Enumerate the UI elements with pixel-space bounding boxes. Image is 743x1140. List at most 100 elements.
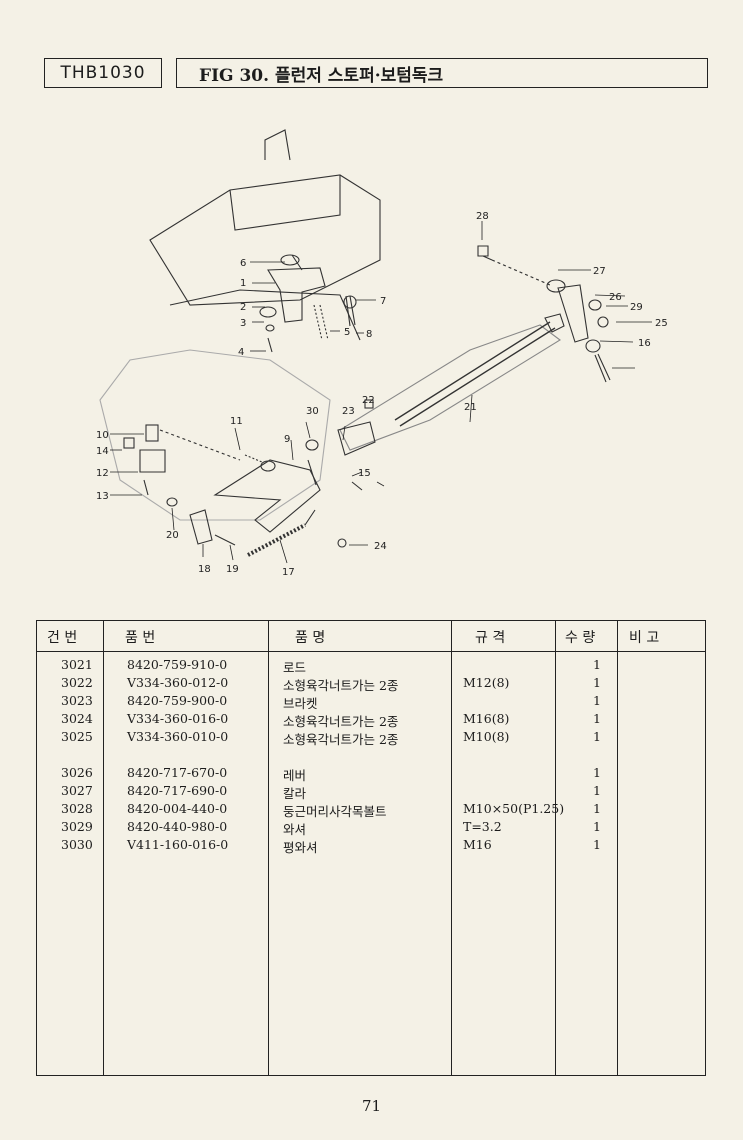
table-row: 3025 V334-360-010-0 소형육각너트가는 2종 M10(8) 1	[37, 729, 705, 747]
callout-label: 25	[655, 318, 668, 329]
callout-label: 17	[282, 567, 295, 578]
cell-part-name: 평와셔	[283, 840, 318, 855]
header-part-name: 품 명	[295, 630, 326, 646]
figure-title-box: FIG 30. 플런저 스토퍼·보텀독크	[176, 58, 708, 88]
table-row: 3027 8420-717-690-0 칼라 1	[37, 783, 705, 801]
callout-label: 23	[342, 406, 355, 417]
cell-part-name: 와셔	[283, 822, 307, 837]
table-row: 3024 V334-360-016-0 소형육각너트가는 2종 M16(8) 1	[37, 711, 705, 729]
cell-qty: 1	[593, 711, 601, 726]
callout-label: 7	[380, 296, 386, 307]
cell-spec: M12(8)	[463, 675, 510, 690]
cell-qty: 1	[593, 837, 601, 852]
cell-part-name: 소형육각너트가는 2종	[283, 678, 399, 693]
cell-part-name: 둥근머리사각목볼트	[283, 804, 387, 819]
callout-label: 28	[476, 211, 489, 222]
cell-part-no: 8420-759-910-0	[127, 657, 228, 672]
cell-spec: T=3.2	[463, 819, 502, 834]
header-remarks: 비 고	[629, 630, 660, 646]
callout-label: 6	[240, 258, 246, 269]
callout-label: 2	[240, 302, 246, 313]
cell-part-no: 8420-717-670-0	[127, 765, 228, 780]
cell-part-no: V334-360-016-0	[127, 711, 229, 726]
cell-part-no: 8420-440-980-0	[127, 819, 228, 834]
callout-label: 14	[96, 446, 109, 457]
cell-item-no: 3021	[61, 657, 93, 672]
cell-item-no: 3030	[61, 837, 93, 852]
cell-item-no: 3029	[61, 819, 93, 834]
column-divider	[451, 621, 452, 1075]
table-row: 3023 8420-759-900-0 브라켓 1	[37, 693, 705, 711]
cell-qty: 1	[593, 783, 601, 798]
cell-qty: 1	[593, 819, 601, 834]
callout-label: 5	[344, 327, 350, 338]
table-row: 3030 V411-160-016-0 평와셔 M16 1	[37, 837, 705, 855]
cell-part-no: 8420-759-900-0	[127, 693, 228, 708]
cell-spec: M10×50(P1.25)	[463, 801, 565, 816]
cell-item-no: 3024	[61, 711, 93, 726]
figure-title: FIG 30. 플런저 스토퍼·보텀독크	[199, 65, 444, 86]
callout-label: 18	[198, 564, 211, 575]
callout-label: 22	[362, 395, 375, 406]
callout-label: 9	[284, 434, 290, 445]
parts-diagram: 1 2 3 4 5 6 7 8 9 10 11 12 13 14 15 16 1…	[96, 129, 668, 578]
header-item-no: 건 번	[47, 630, 78, 646]
table-row: 3026 8420-717-670-0 레버 1	[37, 765, 705, 783]
parts-table: 건 번 품 번 품 명 규 격 수 량 비 고 3021 8420-759-91…	[36, 620, 706, 1076]
cell-item-no: 3022	[61, 675, 93, 690]
callout-label: 8	[366, 329, 372, 340]
header-spec: 규 격	[475, 630, 506, 646]
cell-part-name: 로드	[283, 660, 307, 675]
header-qty: 수 량	[565, 630, 596, 646]
cell-part-name: 레버	[283, 768, 307, 783]
cell-item-no: 3027	[61, 783, 93, 798]
cell-part-name: 칼라	[283, 786, 307, 801]
header-part-no: 품 번	[125, 630, 156, 646]
table-row: 3028 8420-004-440-0 둥근머리사각목볼트 M10×50(P1.…	[37, 801, 705, 819]
callout-label: 19	[226, 564, 239, 575]
callout-label: 29	[630, 302, 643, 313]
cell-qty: 1	[593, 801, 601, 816]
model-code: THB1030	[60, 63, 146, 83]
cell-part-name: 소형육각너트가는 2종	[283, 732, 399, 747]
callout-label: 4	[238, 347, 244, 358]
page-number: 71	[361, 1097, 382, 1115]
callout-label: 12	[96, 468, 109, 479]
callout-label: 16	[638, 338, 651, 349]
callout-label: 20	[166, 530, 179, 541]
cell-part-no: 8420-004-440-0	[127, 801, 228, 816]
table-header: 건 번 품 번 품 명 규 격 수 량 비 고	[37, 621, 705, 652]
cell-part-name: 소형육각너트가는 2종	[283, 714, 399, 729]
cell-part-no: V411-160-016-0	[127, 837, 229, 852]
table-row: 3021 8420-759-910-0 로드 1	[37, 657, 705, 675]
table-row: 3022 V334-360-012-0 소형육각너트가는 2종 M12(8) 1	[37, 675, 705, 693]
callout-label: 3	[240, 318, 246, 329]
callout-label: 1	[240, 278, 246, 289]
callout-label: 24	[374, 541, 387, 552]
cell-part-no: 8420-717-690-0	[127, 783, 228, 798]
callout-label: 15	[358, 468, 371, 479]
column-divider	[103, 621, 104, 1075]
column-divider	[617, 621, 618, 1075]
callout-label: 30	[306, 406, 319, 417]
model-code-box: THB1030	[44, 58, 162, 88]
cell-part-no: V334-360-012-0	[127, 675, 229, 690]
cell-spec: M16	[463, 837, 492, 852]
table-row: 3029 8420-440-980-0 와셔 T=3.2 1	[37, 819, 705, 837]
callout-label: 21	[464, 402, 477, 413]
callout-label: 26	[609, 292, 622, 303]
callout-label: 11	[230, 416, 243, 427]
cell-item-no: 3025	[61, 729, 93, 744]
column-divider	[555, 621, 556, 1075]
cell-part-no: V334-360-010-0	[127, 729, 229, 744]
cell-qty: 1	[593, 675, 601, 690]
cell-qty: 1	[593, 657, 601, 672]
cell-qty: 1	[593, 765, 601, 780]
cell-part-name: 브라켓	[283, 696, 318, 711]
cell-item-no: 3023	[61, 693, 93, 708]
cell-item-no: 3026	[61, 765, 93, 780]
cell-spec: M10(8)	[463, 729, 510, 744]
cell-spec: M16(8)	[463, 711, 510, 726]
callout-label: 13	[96, 491, 109, 502]
callout-label: 10	[96, 430, 109, 441]
